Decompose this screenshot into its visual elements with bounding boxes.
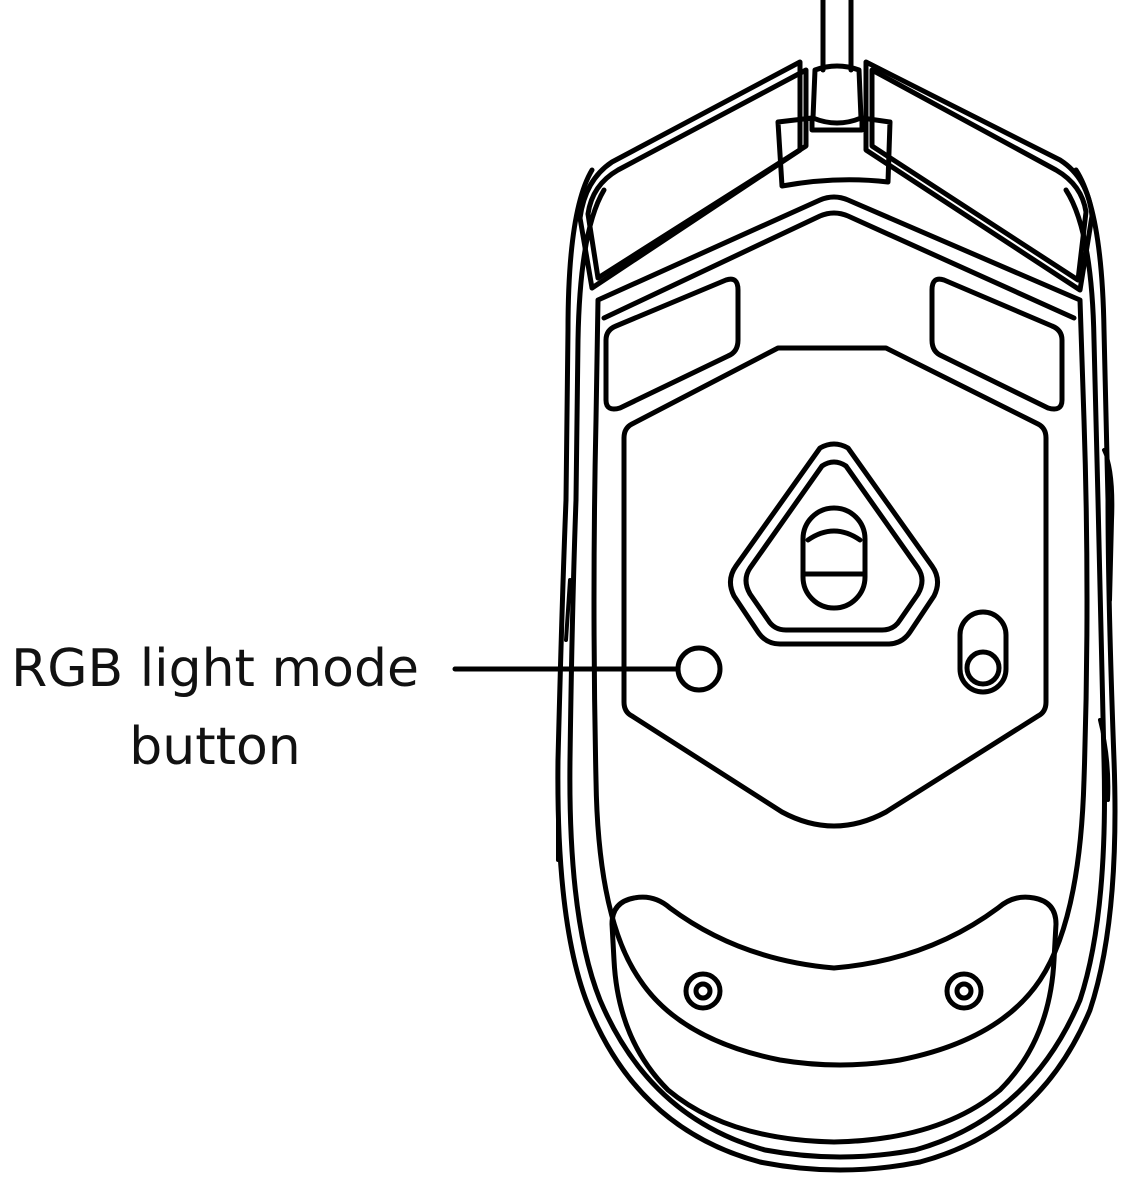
left-button-panel — [577, 59, 809, 291]
rgb-light-mode-button — [675, 645, 723, 693]
screw-left — [683, 971, 723, 1011]
mouse-outer-shell — [555, 167, 1118, 1173]
right-skate-top — [929, 276, 1065, 412]
callout-label-line1: RGB light mode — [11, 639, 419, 699]
dpi-switch — [957, 609, 1009, 695]
mouse-cable — [775, 0, 893, 189]
bottom-skate — [609, 894, 1059, 1145]
left-skate-top — [603, 276, 741, 412]
callout-label: RGB light mode button — [0, 630, 430, 786]
sensor-plate — [621, 345, 1049, 829]
optical-sensor — [728, 441, 940, 647]
callout-label-line2: button — [129, 717, 301, 777]
screw-right — [944, 971, 984, 1011]
inner-base-frame — [591, 194, 1090, 1068]
